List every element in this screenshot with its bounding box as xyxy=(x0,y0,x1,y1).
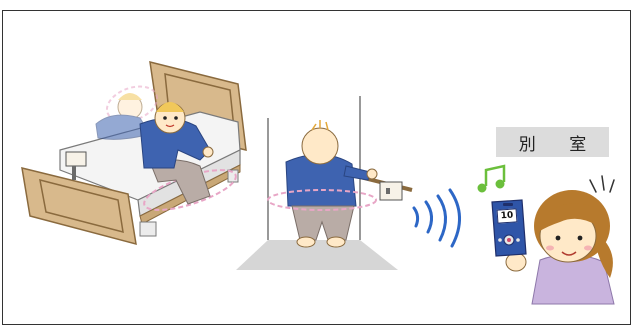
separate-room-label: 別 室 xyxy=(496,127,609,157)
wireless-signal-icon xyxy=(414,190,460,246)
handrail-sensor-icon xyxy=(380,182,402,200)
music-note-icon xyxy=(478,166,504,192)
phone-display-value: 10 xyxy=(497,208,518,223)
attention-marks xyxy=(590,176,614,192)
